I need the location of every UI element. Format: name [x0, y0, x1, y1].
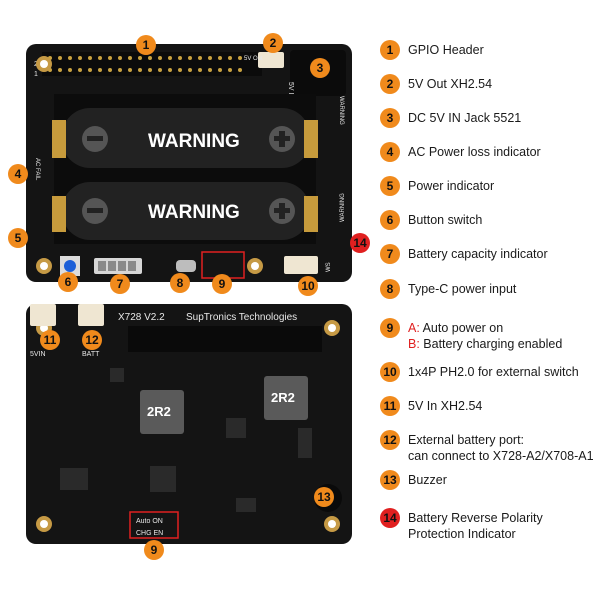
svg-text:2R2: 2R2 — [147, 404, 171, 419]
legend-item-8: 8 Type-C power input — [380, 279, 516, 299]
callout-3: 3 — [310, 58, 330, 78]
svg-text:5V Out: 5V Out — [244, 56, 263, 62]
brand-label: SupTronics Technologies — [186, 312, 297, 323]
legend-item-7: 7 Battery capacity indicator — [380, 244, 548, 264]
legend-item-12: 12 External battery port: can connect to… — [380, 430, 594, 464]
type-c-port — [176, 260, 196, 272]
callout-12: 12 — [82, 330, 102, 350]
warning-label-2: WARNING — [148, 202, 240, 223]
svg-text:BATT: BATT — [82, 351, 100, 358]
callout-9-bottom: 9 — [144, 540, 164, 560]
callout-1: 1 — [136, 35, 156, 55]
callout-8: 8 — [170, 273, 190, 293]
legend-item-13: 13 Buzzer — [380, 470, 447, 490]
model-label: X728 V2.2 — [118, 312, 165, 323]
ph20-connector — [284, 256, 318, 274]
callout-6: 6 — [58, 272, 78, 292]
callout-14: 14 — [350, 233, 370, 253]
legend-item-10: 10 1x4P PH2.0 for external switch — [380, 362, 579, 382]
legend-item-9: 9 A: Auto power on B: Battery charging e… — [380, 318, 562, 352]
callout-9: 9 — [212, 274, 232, 294]
chg-en-label: CHG EN — [136, 530, 163, 537]
callout-7: 7 — [110, 274, 130, 294]
gpio-socket — [128, 326, 322, 352]
top-board: 2 1 5V Out 5V IN WARNING WARNING AC FAIL… — [26, 44, 352, 282]
svg-text:WARNING: WARNING — [340, 193, 346, 222]
callout-10: 10 — [298, 276, 318, 296]
warning-label-1: WARNING — [148, 131, 240, 152]
legend-item-5: 5 Power indicator — [380, 176, 494, 196]
svg-text:AC FAIL: AC FAIL — [34, 158, 40, 181]
pin-label-1: 1 — [34, 71, 38, 78]
legend-item-4: 4 AC Power loss indicator — [380, 142, 541, 162]
5v-out-connector — [258, 52, 284, 68]
svg-text:WS: WS — [326, 262, 332, 272]
callout-13: 13 — [314, 487, 334, 507]
callout-2: 2 — [263, 33, 283, 53]
button-switch — [64, 260, 76, 272]
legend-item-1: 1 GPIO Header — [380, 40, 484, 60]
svg-text:2R2: 2R2 — [271, 390, 295, 405]
auto-on-label: Auto ON — [136, 518, 163, 525]
legend-item-11: 11 5V In XH2.54 — [380, 396, 482, 416]
callout-5: 5 — [8, 228, 28, 248]
svg-text:5V IN: 5V IN — [287, 82, 294, 100]
legend-item-2: 2 5V Out XH2.54 — [380, 74, 492, 94]
legend-item-6: 6 Button switch — [380, 210, 482, 230]
svg-text:WARNING: WARNING — [338, 96, 344, 125]
callout-4: 4 — [8, 164, 28, 184]
legend-item-14: 14 Battery Reverse Polarity Protection I… — [380, 508, 543, 542]
gpio-header — [42, 52, 262, 76]
pin-label-2: 2 — [34, 61, 38, 68]
legend-item-3: 3 DC 5V IN Jack 5521 — [380, 108, 521, 128]
callout-11: 11 — [40, 330, 60, 350]
svg-text:5VIN: 5VIN — [30, 351, 46, 358]
